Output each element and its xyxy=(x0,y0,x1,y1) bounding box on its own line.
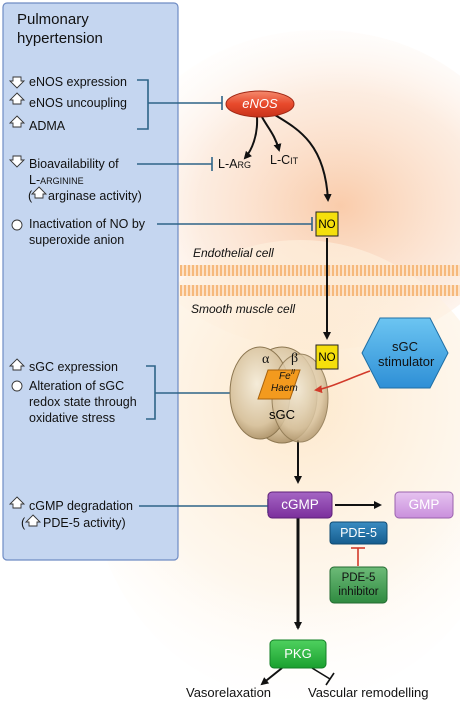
sgc-stimulator-label: sGC stimulator xyxy=(378,339,435,369)
factor-enos-uncoupling: eNOS uncoupling xyxy=(29,96,127,110)
up-arrow-icon xyxy=(24,514,42,527)
haem-label: Haem xyxy=(271,383,298,394)
smooth-muscle-membrane xyxy=(180,285,460,296)
endothelial-cell-label: Endothelial cell xyxy=(193,246,274,260)
alpha-label: α xyxy=(262,352,270,367)
stimulator-arrow xyxy=(314,370,371,394)
enos-node xyxy=(225,90,295,118)
factor-pde5-prefix: ( xyxy=(21,516,26,530)
no-node-endothelial xyxy=(315,211,339,237)
circle-icon xyxy=(11,219,23,231)
gmp-node xyxy=(394,491,454,519)
factor-icons xyxy=(8,76,48,527)
panel-title: Pulmonary hypertension xyxy=(17,11,103,47)
pde5-inhibitor-node xyxy=(329,566,388,604)
factor-pde5-activity: PDE-5 activity) xyxy=(43,516,126,530)
factor-arginine-line1: Bioavailability of xyxy=(29,157,119,171)
fe-label: Fe xyxy=(279,371,291,382)
factor-arginine-line3-prefix: ( xyxy=(28,189,33,203)
pde5-inhibitor-label-line1: PDE-5 xyxy=(341,572,376,584)
cgmp-label: cGMP xyxy=(281,497,319,512)
factor-arginine-line3: arginase activity) xyxy=(48,189,142,203)
factor-enos-expression: eNOS expression xyxy=(29,75,127,89)
factor-no-inactivation-line2: superoxide anion xyxy=(29,233,125,247)
enos-label: eNOS xyxy=(242,96,278,111)
factor-sgc-redox-line3: oxidative stress xyxy=(29,411,116,425)
haem-parallelogram xyxy=(257,369,301,400)
pde5-node xyxy=(329,521,388,545)
pulmonary-hypertension-panel xyxy=(2,2,179,561)
up-arrow-icon xyxy=(30,186,48,199)
fe-oxidation-label: II xyxy=(291,369,295,376)
l-arg-label: L-Arg xyxy=(218,157,251,171)
pkg-remodelling-inhibition xyxy=(311,667,335,686)
pkg-label: PKG xyxy=(284,646,312,661)
up-arrow-icon xyxy=(8,92,26,105)
sgc-stimulator-hexagon xyxy=(361,317,449,389)
factor-sgc-redox-line1: Alteration of sGC xyxy=(29,379,125,393)
endothelial-membrane xyxy=(180,265,460,276)
sgc-label: sGC xyxy=(269,407,295,422)
factor-adma: ADMA xyxy=(29,119,66,133)
factor-sgc-expression: sGC expression xyxy=(29,360,118,374)
pde5-inhibitor-label-line2: inhibitor xyxy=(338,586,379,598)
sgc-complex xyxy=(229,346,329,444)
no-node-smooth-muscle xyxy=(315,344,339,370)
no-label-smooth-muscle: NO xyxy=(318,352,336,364)
factor-arginine-line2: L-arginine xyxy=(29,173,84,187)
up-arrow-icon xyxy=(8,115,26,128)
factor-no-inactivation-line1: Inactivation of NO by xyxy=(29,217,146,231)
beta-label: β xyxy=(291,351,299,366)
vasorelaxation-label: Vasorelaxation xyxy=(186,685,272,700)
factor-sgc-redox-line2: redox state through xyxy=(29,395,137,409)
factor-cgmp-degradation: cGMP degradation xyxy=(29,499,133,513)
up-arrow-icon xyxy=(8,358,26,371)
pde5-label: PDE-5 xyxy=(340,526,377,540)
down-arrow-icon xyxy=(8,76,26,89)
down-arrow-icon xyxy=(8,155,26,168)
pkg-node xyxy=(269,639,327,669)
pathway-arrows xyxy=(243,114,382,686)
l-cit-label: L-Cit xyxy=(270,153,299,167)
smooth-muscle-cell-label: Smooth muscle cell xyxy=(191,302,296,316)
pde5-inhibition-line xyxy=(351,547,365,566)
gmp-label: GMP xyxy=(408,497,440,512)
no-label-endothelial: NO xyxy=(318,219,336,231)
vascular-remodelling-label: Vascular remodelling xyxy=(308,685,429,700)
circle-icon xyxy=(11,380,23,392)
up-arrow-icon xyxy=(8,496,26,509)
cgmp-node xyxy=(267,491,333,519)
